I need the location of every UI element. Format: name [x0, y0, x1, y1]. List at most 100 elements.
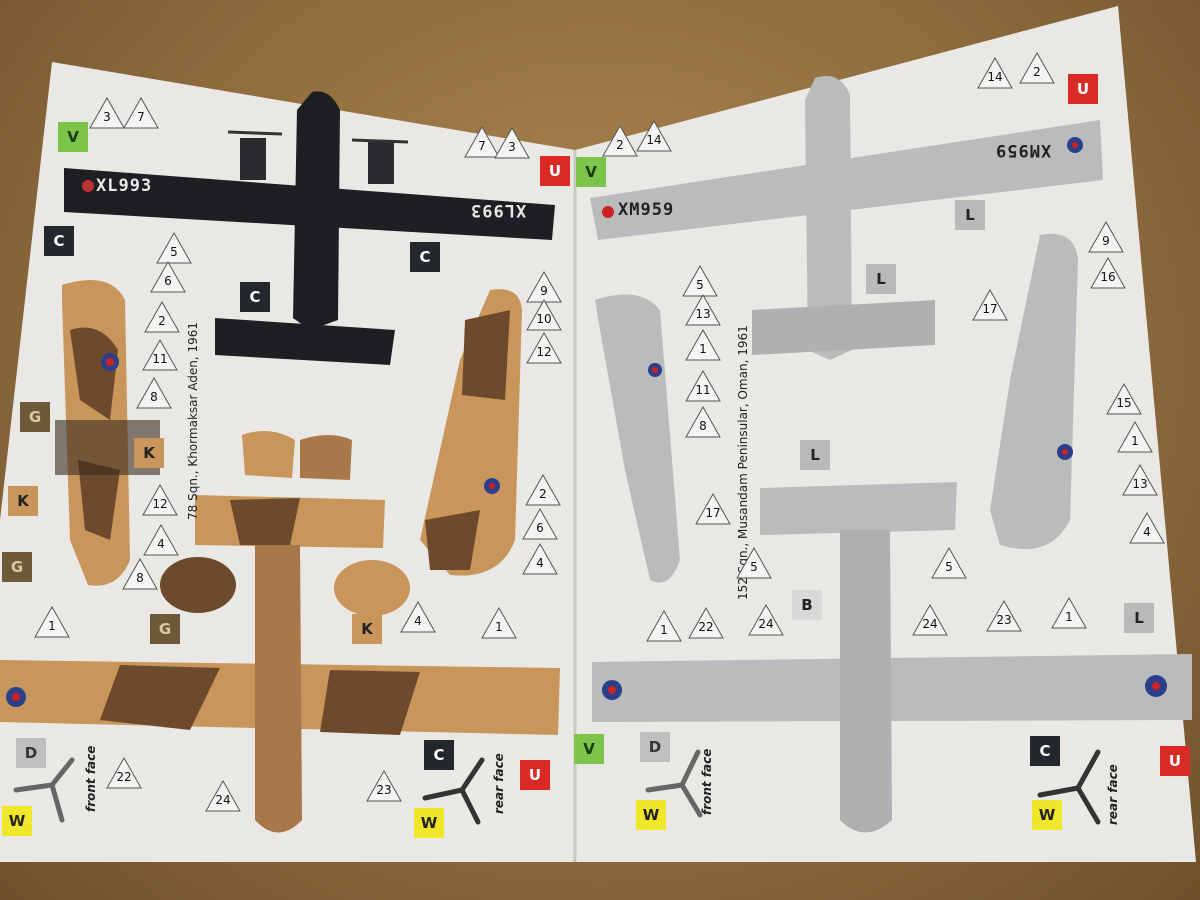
- swatch-v: V: [576, 157, 606, 187]
- marker-number: 17: [982, 302, 998, 316]
- marker-number: 12: [536, 345, 552, 359]
- left-page-caption: 78 Sqn., Khormaksar Aden, 1961: [186, 321, 200, 520]
- marker-number: 14: [646, 133, 662, 147]
- marker-number: 16: [1100, 270, 1116, 284]
- marker-number: 17: [705, 506, 721, 520]
- marker-number: 7: [137, 110, 145, 124]
- marker-number: 13: [1132, 477, 1148, 491]
- marker-number: 1: [48, 619, 56, 633]
- marker-number: 9: [1102, 234, 1110, 248]
- swatch-c: C: [44, 226, 74, 256]
- grey-aircraft-sideview-right: [990, 233, 1078, 550]
- right-rear-face-label: rear face: [1106, 764, 1120, 825]
- swatch-w: W: [1032, 800, 1062, 830]
- right-page-caption: 152 Sqn., Musandam Peninsular, Oman, 196…: [736, 325, 750, 600]
- right-front-face-label: front face: [700, 748, 714, 815]
- marker-number: 12: [152, 497, 168, 511]
- propeller-rear-right: [1037, 749, 1101, 825]
- swatch-b: B: [792, 590, 822, 620]
- marker-number: 6: [536, 521, 544, 535]
- left-rear-face-label: rear face: [492, 753, 506, 814]
- marker-number: 5: [750, 560, 758, 574]
- swatch-w: W: [636, 800, 666, 830]
- marker-number: 11: [152, 352, 168, 366]
- marker-number: 1: [699, 342, 707, 356]
- grey-aircraft-topview: [590, 76, 1103, 360]
- swatch-c: C: [410, 242, 440, 272]
- desert-aircraft-sideview-right: [420, 289, 522, 576]
- fin-left-b: [300, 435, 352, 480]
- marker-number: 4: [536, 556, 544, 570]
- marker-number: 4: [1143, 525, 1151, 539]
- swatch-w: W: [414, 808, 444, 838]
- swatch-k: K: [134, 438, 164, 468]
- marker-number: 9: [540, 284, 548, 298]
- swatch-g: G: [20, 402, 50, 432]
- swatch-u: U: [1068, 74, 1098, 104]
- swatch-g: G: [150, 614, 180, 644]
- marker-number: 4: [157, 537, 165, 551]
- grey-aircraft-sideview-left: [595, 294, 680, 583]
- marker-number: 5: [170, 245, 178, 259]
- marker-number: 8: [150, 390, 158, 404]
- fin-left-a: [242, 431, 295, 478]
- marker-number: 10: [536, 312, 552, 326]
- marker-number: 23: [376, 783, 392, 797]
- propeller-rear-left: [422, 757, 485, 825]
- grey-aircraft-underside: [592, 530, 1192, 833]
- marker-number: 7: [478, 139, 486, 153]
- marker-number: 1: [495, 620, 503, 634]
- swatch-k: K: [8, 486, 38, 516]
- marker-number: 8: [699, 419, 707, 433]
- propeller-front-right: [645, 749, 703, 818]
- marker-number: 24: [758, 617, 774, 631]
- marker-number: 5: [945, 560, 953, 574]
- marker-number: 2: [158, 314, 166, 328]
- marker-number: 22: [116, 770, 132, 784]
- swatch-v: V: [574, 734, 604, 764]
- swatch-k: K: [352, 614, 382, 644]
- marker-number: 1: [1065, 610, 1073, 624]
- marker-number: 2: [539, 487, 547, 501]
- marker-number: 24: [215, 793, 231, 807]
- marker-number: 1: [1131, 434, 1139, 448]
- serial-left-wing-starboard: XL993: [470, 200, 527, 220]
- serial-right-wing-port: XM959: [618, 200, 675, 220]
- fin-oval-b: [334, 560, 410, 616]
- propeller-front-left: [13, 757, 75, 823]
- marker-number: 3: [103, 110, 111, 124]
- marker-number: 6: [164, 274, 172, 288]
- marker-number: 24: [922, 617, 938, 631]
- fin-oval-a: [160, 557, 236, 613]
- marker-number: 1: [660, 623, 668, 637]
- swatch-v: V: [58, 122, 88, 152]
- swatch-d: D: [16, 738, 46, 768]
- swatch-c: C: [240, 282, 270, 312]
- desert-aircraft-sideview-left: [55, 280, 160, 586]
- marker-number: 4: [414, 614, 422, 628]
- serial-right-wing-starboard: XM959: [995, 140, 1052, 160]
- black-aircraft-topview: [64, 91, 555, 365]
- marker-number: 8: [136, 571, 144, 585]
- swatch-c: C: [424, 740, 454, 770]
- swatch-d: D: [640, 732, 670, 762]
- serial-left-wing-port: XL993: [96, 176, 153, 196]
- marker-number: 23: [996, 613, 1012, 627]
- swatch-u: U: [540, 156, 570, 186]
- marker-number: 13: [695, 307, 711, 321]
- marker-number: 14: [987, 70, 1003, 84]
- desert-aircraft-underside: [0, 545, 560, 833]
- swatch-l: L: [955, 200, 985, 230]
- swatch-c: C: [1030, 736, 1060, 766]
- swatch-u: U: [1160, 746, 1190, 776]
- marker-number: 11: [695, 383, 711, 397]
- swatch-l: L: [1124, 603, 1154, 633]
- swatch-g: G: [2, 552, 32, 582]
- swatch-l: L: [866, 264, 896, 294]
- swatch-l: L: [800, 440, 830, 470]
- swatch-u: U: [520, 760, 550, 790]
- marker-number: 2: [616, 138, 624, 152]
- marker-number: 5: [696, 278, 704, 292]
